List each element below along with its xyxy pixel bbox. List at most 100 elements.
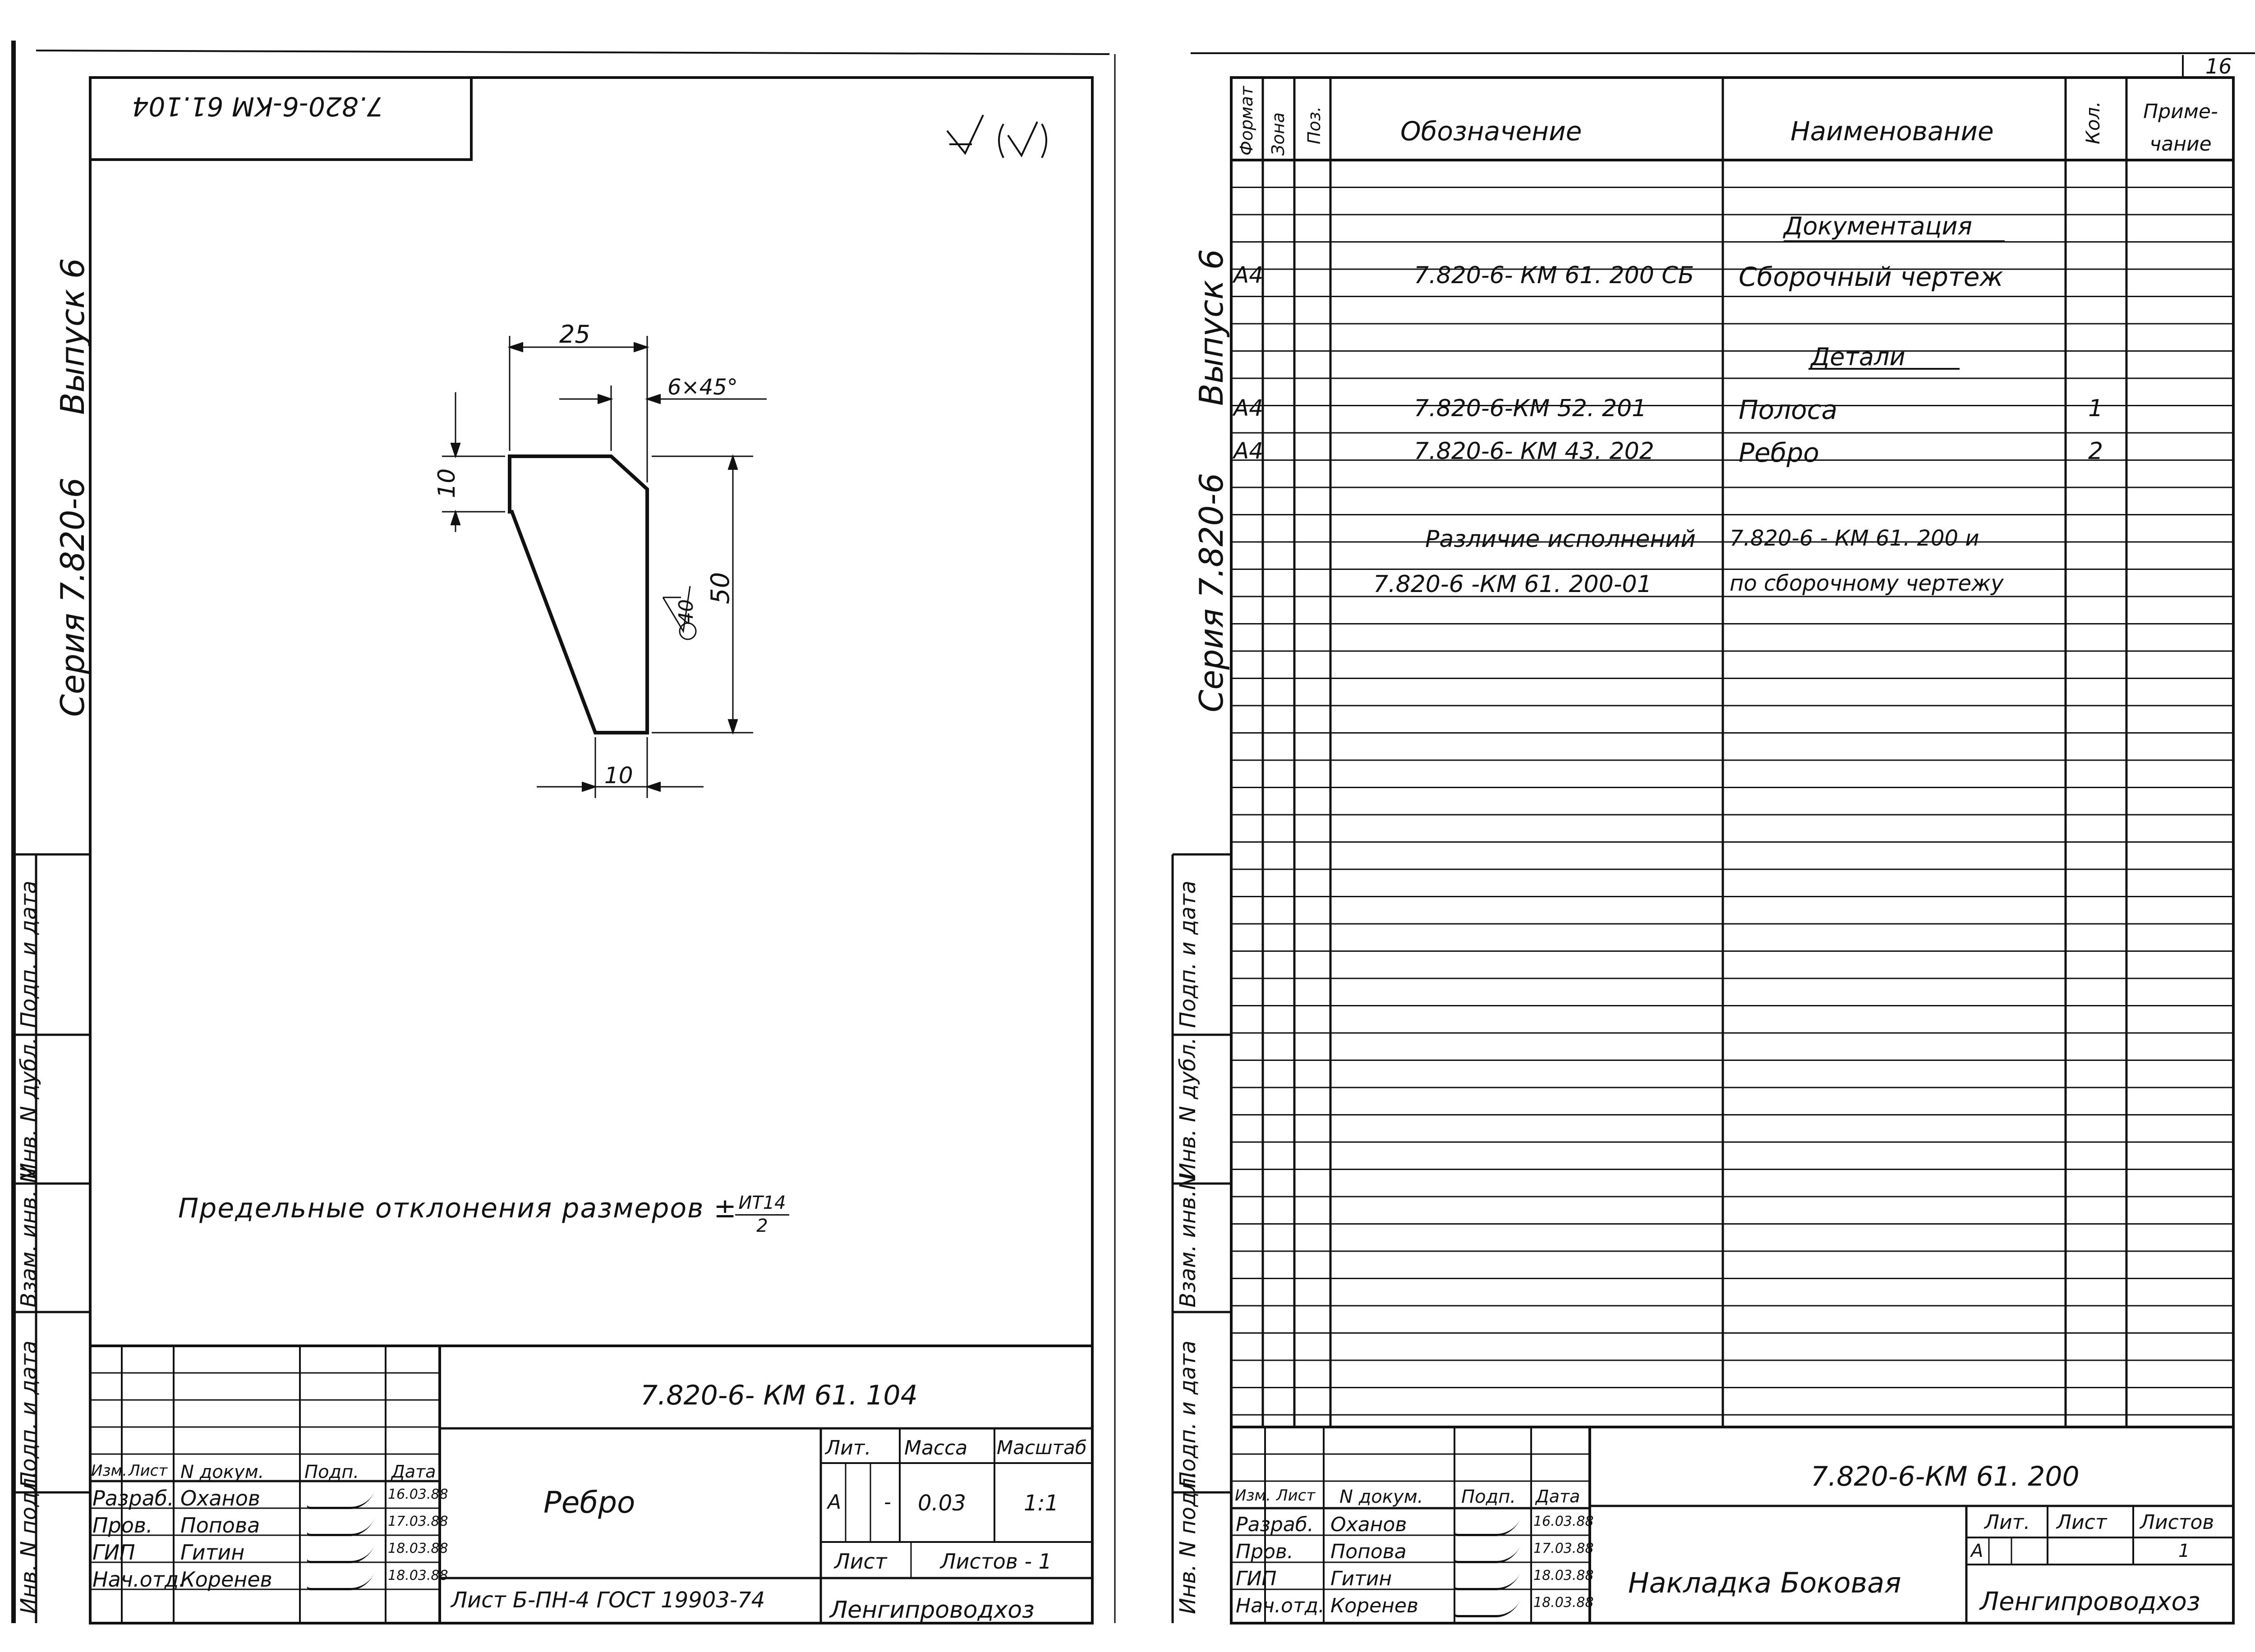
staff-date: 18.03.88 [388,1568,448,1583]
spec-name-cell: Ребро [1739,437,1819,468]
staff-date: 18.03.88 [1533,1568,1594,1583]
right-hdr-doc: N докум. [1339,1487,1423,1507]
right-organization: Ленгипроводхоз [1980,1587,2200,1616]
staff-role: Нач.отд. [92,1567,185,1592]
left-material: Лист Б-ПН-4 ГОСТ 19903-74 [451,1588,765,1613]
left-mass-dash: - [884,1491,891,1514]
staff-person: Коренев [1330,1594,1418,1617]
right-hdr-sign: Подп. [1461,1487,1516,1507]
spec-designation-cell: 7.820-6 -КМ 61. 200-01 [1373,571,1652,598]
right-margin-series: Серия 7.820-6 [1192,473,1230,712]
left-mass-label: Масса [904,1436,968,1459]
staff-role: Разраб. [1236,1513,1314,1536]
spec-name-cell: 7.820-6 - КМ 61. 200 и [1730,526,1979,551]
staff-person: Гитин [180,1540,245,1565]
staff-date: 16.03.88 [388,1487,448,1502]
right-hdr-list: Лист [1276,1487,1316,1505]
staff-date: 17.03.88 [388,1514,448,1529]
right-lit-value: А [1971,1541,1983,1561]
spec-hdr-pos: Поз. [1304,106,1324,144]
right-margin-col-5: Инв. N подл. [1175,1471,1201,1614]
roughness-40: 40 [675,599,698,624]
page-number: 16 [2205,54,2232,78]
left-lit-value: А [828,1491,842,1514]
right-margin-col-4: Подп. и дата [1175,1340,1201,1488]
staff-role: ГИП [1236,1567,1277,1590]
right-margin-col-3: Взам. инв.N [1175,1174,1201,1308]
spec-hdr-zone: Зона [1268,112,1288,156]
spec-designation-cell: Различие исполнений [1425,526,1696,553]
left-margin-col-5: Инв. N подл. [16,1471,41,1614]
left-hdr-list: Лист [129,1462,168,1480]
staff-role: Пров. [92,1513,153,1537]
left-margin-issue: Выпуск 6 [54,258,92,415]
staff-date: 17.03.88 [1533,1541,1594,1556]
right-margin-issue: Выпуск 6 [1192,249,1230,406]
dim-10-bottom: 10 [604,762,633,789]
staff-person: Коренев [180,1567,272,1592]
left-organization: Ленгипроводхоз [830,1597,1035,1624]
left-hdr-date: Дата [391,1462,436,1482]
spec-hdr-name: Наименование [1790,116,1994,147]
spec-hdr-qty: Кол. [2082,101,2104,144]
right-hdr-date: Дата [1536,1487,1580,1506]
staff-date: 18.03.88 [388,1541,448,1556]
staff-person: Оханов [180,1486,260,1510]
left-margin-col-3: Взам. инв. N [16,1167,41,1308]
roughness-symbol: √(√) [947,118,1031,159]
staff-date: 16.03.88 [1533,1514,1594,1529]
left-mass-value: 0.03 [918,1491,966,1516]
right-sheet-label: Лист [2057,1511,2107,1534]
dim-50: 50 [706,572,735,604]
staff-role: Пров. [1236,1540,1293,1563]
spec-section-heading: Документация [1784,212,1972,240]
left-hdr-sign: Подп. [304,1462,359,1482]
staff-person: Гитин [1330,1567,1392,1590]
staff-role: Нач.отд. [1236,1594,1325,1617]
dim-10-left: 10 [433,468,460,498]
spec-name-cell: Сборочный чертеж [1739,262,2003,292]
right-hdr-izm: Изм. [1235,1487,1271,1505]
spec-name-cell: Полоса [1739,395,1838,425]
left-hdr-izm: Изм. [91,1462,127,1480]
spec-hdr-format: Формат [1237,86,1256,156]
dim-chamfer: 6×45° [667,375,738,400]
spec-designation-cell: 7.820-6- КМ 43. 202 [1414,438,1654,465]
right-margin-col-2: Инв. N дубл. [1175,1037,1201,1179]
spec-qty-cell: 2 [2088,438,2103,465]
staff-person: Попова [1330,1540,1407,1563]
spec-hdr-designation: Обозначение [1400,116,1582,147]
mirrored-stamp: 7.820-6-КМ 61.104 [132,91,383,122]
spec-format-cell: А4 [1233,438,1264,464]
right-sheets-label: Листов [2140,1511,2214,1534]
tolerance-note: Предельные отклонения размеров ± [178,1193,737,1224]
left-scale-label: Масштаб [997,1436,1087,1459]
right-margin-col-1: Подп. и дата [1175,881,1201,1028]
spec-section-heading: Детали [1811,343,1905,371]
left-margin-col-2: Инв. N дубл. [16,1037,41,1179]
tolerance-fraction: ИТ14 2 [735,1193,789,1236]
spec-name-cell: по сборочному чертежу [1730,571,2004,596]
right-sheets-value: 1 [2178,1541,2190,1561]
left-lit-label: Лит. [825,1436,871,1459]
spec-qty-cell: 1 [2088,395,2103,422]
left-margin-col-1: Подп. и дата [16,881,41,1028]
left-doc-code: 7.820-6- КМ 61. 104 [640,1380,918,1411]
left-hdr-doc: N докум. [180,1462,264,1482]
staff-person: Попова [180,1513,260,1537]
spec-hdr-note: Приме-чание [2143,100,2218,156]
staff-person: Оханов [1330,1513,1407,1536]
left-scale-value: 1:1 [1024,1491,1059,1516]
right-doc-code: 7.820-6-КМ 61. 200 [1811,1461,2080,1492]
staff-date: 18.03.88 [1533,1595,1594,1611]
spec-format-cell: А4 [1233,395,1264,421]
staff-role: Разраб. [92,1486,174,1510]
dim-25: 25 [559,320,590,349]
left-margin-series: Серия 7.820-6 [54,477,92,717]
left-sheets-label: Листов - 1 [940,1549,1052,1574]
staff-role: ГИП [92,1540,135,1565]
left-margin-col-4: Подп. и дата [16,1340,41,1488]
left-part-name: Ребро [543,1485,635,1520]
spec-format-cell: А4 [1233,262,1264,288]
